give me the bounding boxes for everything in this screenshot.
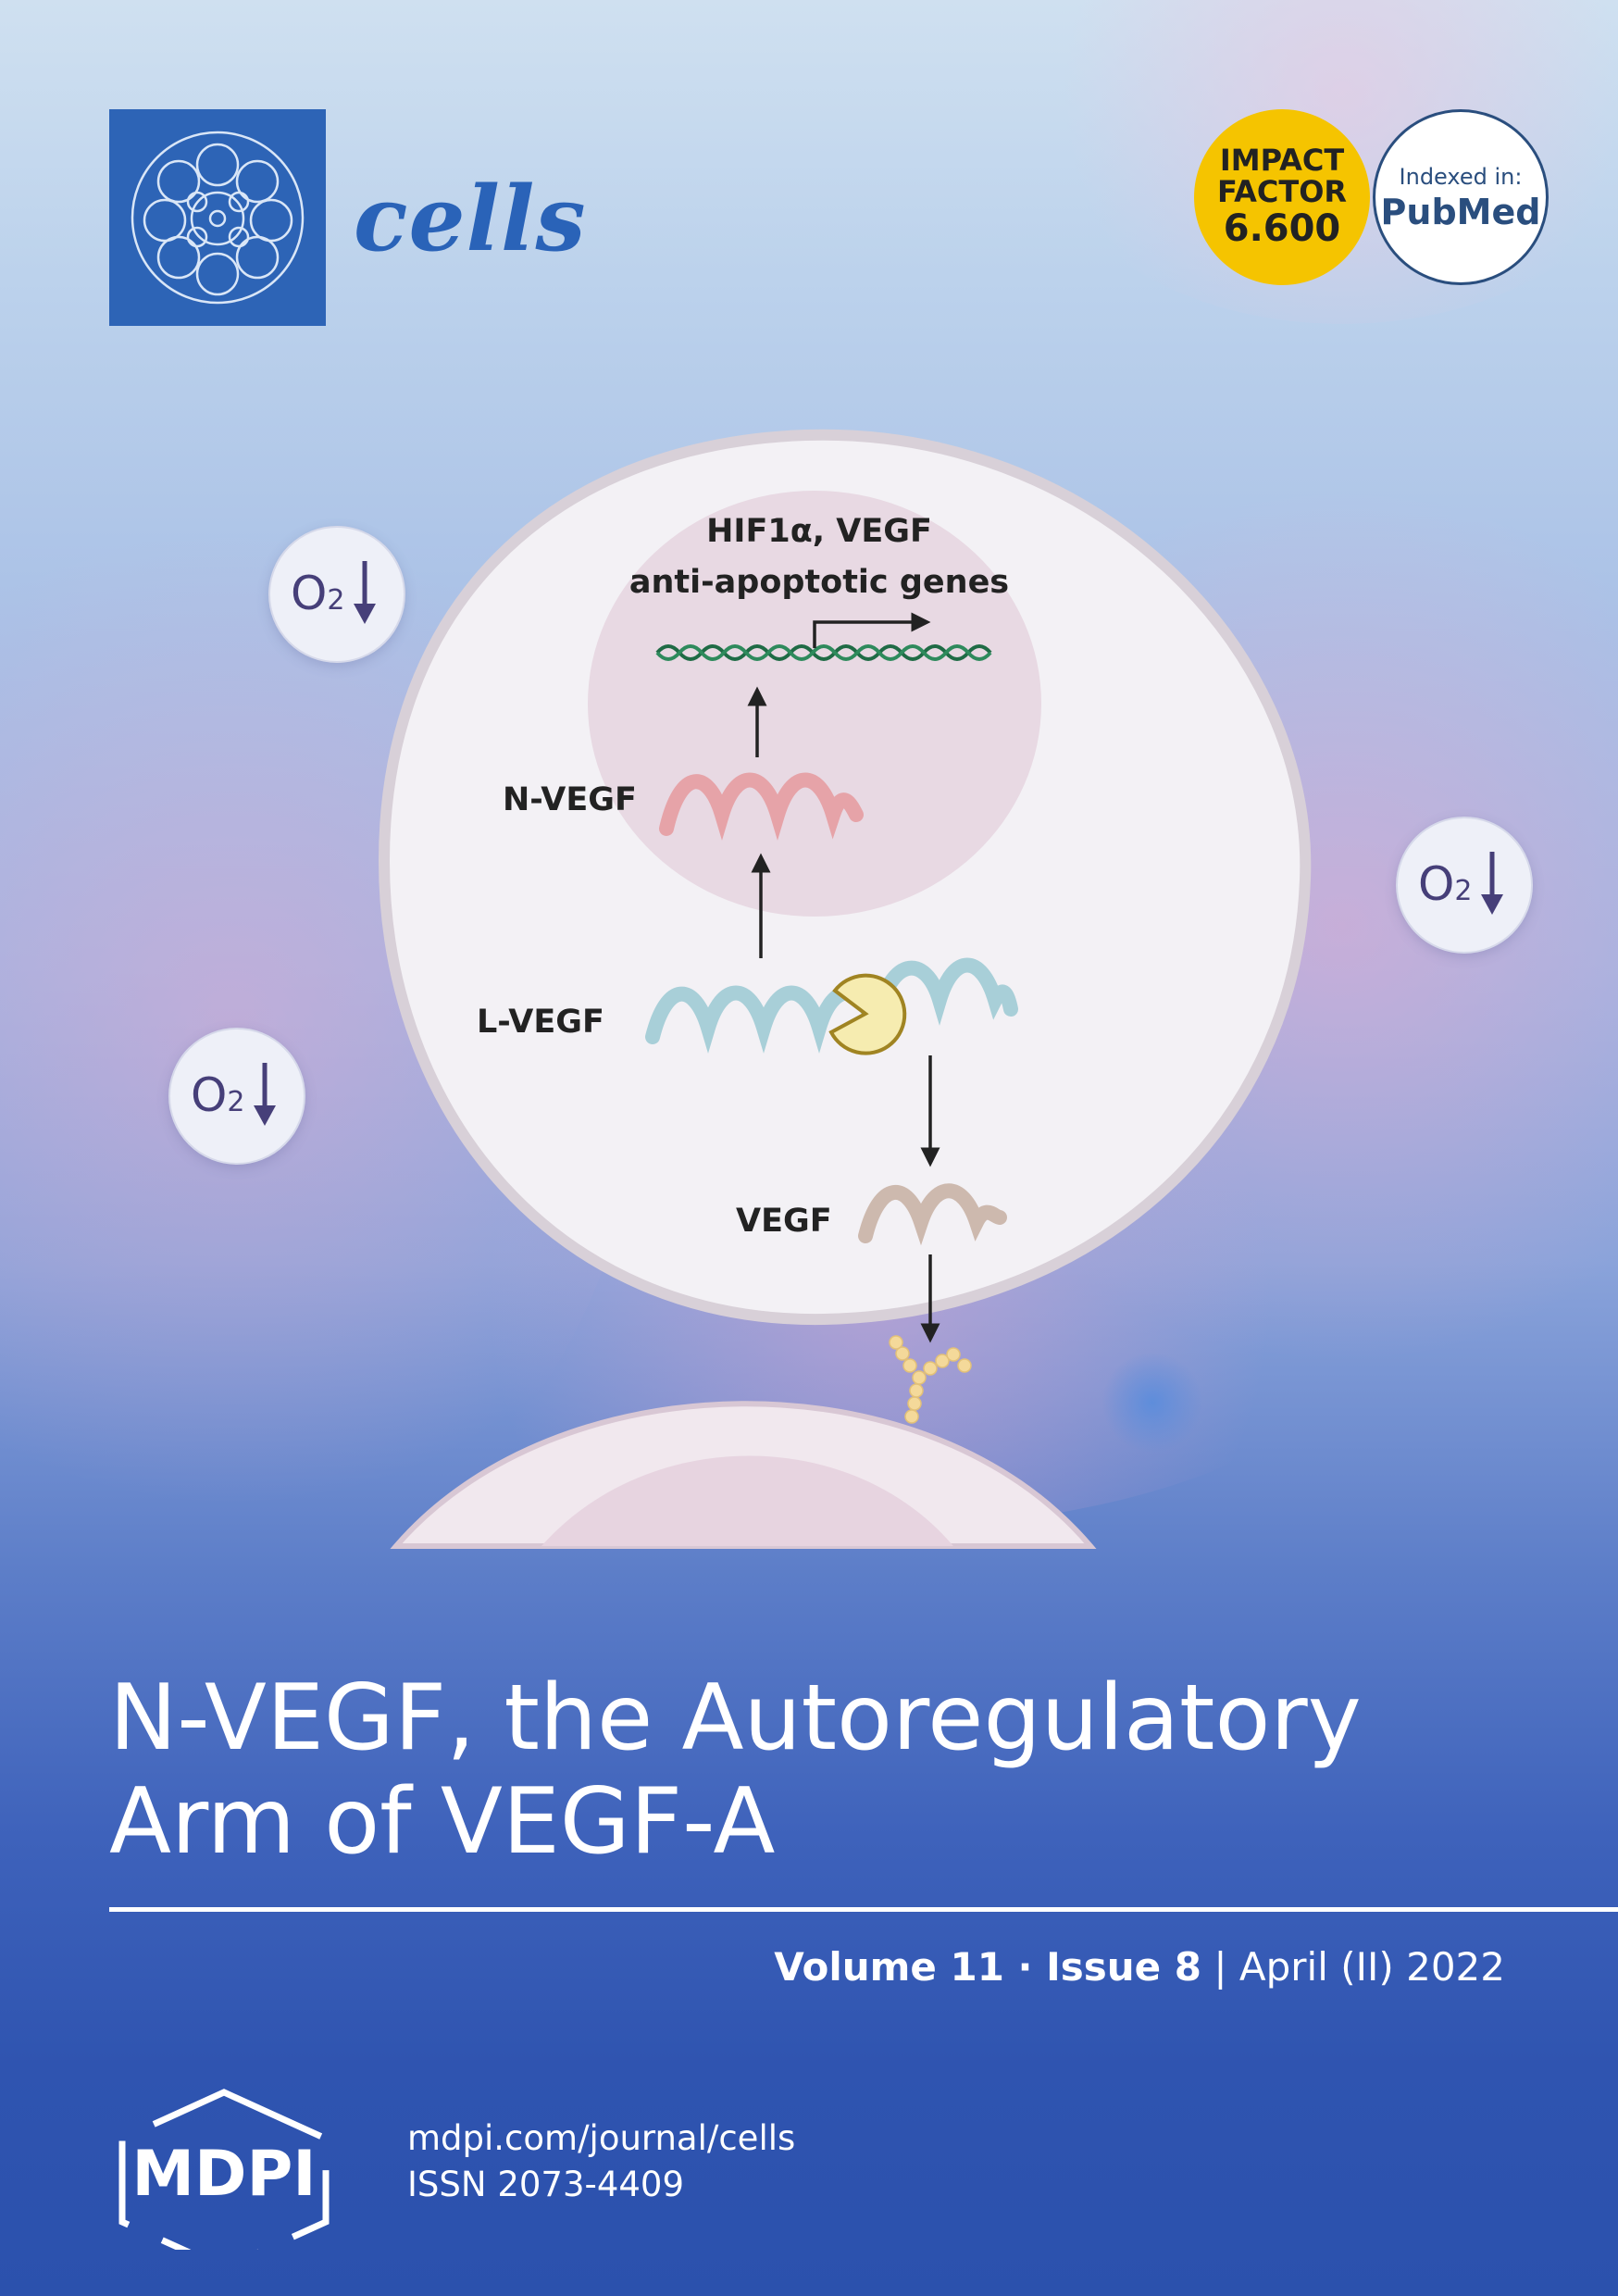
l-vegf-label: L-VEGF xyxy=(477,1004,604,1041)
nucleus xyxy=(588,491,1041,917)
article-title-line-1: N-VEGF, the Autoregulatory xyxy=(109,1666,1362,1771)
oxygen-symbol: O2 xyxy=(1418,857,1473,911)
pubmed-name: PubMed xyxy=(1380,192,1541,232)
down-arrow-icon xyxy=(354,561,376,624)
protease-enzyme xyxy=(828,973,907,1055)
factor-label: FACTOR xyxy=(1216,174,1348,209)
oxygen-badge: O2 xyxy=(168,1028,305,1165)
pubmed-badge: Indexed in: PubMed xyxy=(1373,109,1549,285)
issn: ISSN 2073-4409 xyxy=(407,2165,684,2204)
impact-label: IMPACT xyxy=(1219,143,1345,178)
oxygen-symbol: O2 xyxy=(291,567,345,620)
separator-dot: · xyxy=(1003,1944,1047,1990)
gene-label-2: anti-apoptotic genes xyxy=(629,564,1009,601)
divider-rule xyxy=(109,1907,1618,1912)
journal-url[interactable]: mdpi.com/journal/cells xyxy=(407,2118,796,2158)
article-title: N-VEGF, the Autoregulatory Arm of VEGF-A xyxy=(109,1666,1553,1874)
impact-factor-badge: IMPACT FACTOR 6.600 xyxy=(1194,109,1370,285)
n-vegf-protein xyxy=(659,772,864,841)
vegf-protein xyxy=(858,1183,1007,1246)
mdpi-wordmark: MDPI xyxy=(131,2138,316,2211)
impact-value: 6.600 xyxy=(1223,207,1341,250)
mdpi-logo: MDPI xyxy=(118,2089,330,2250)
background-blob xyxy=(1101,1352,1203,1454)
volume: Volume 11 xyxy=(774,1944,1004,1990)
oxygen-symbol: O2 xyxy=(191,1068,245,1122)
dna-strand xyxy=(655,644,992,661)
journal-logo xyxy=(109,109,326,326)
down-arrow-icon xyxy=(1481,852,1503,915)
cell-cluster-icon xyxy=(131,131,305,305)
issue-info: Volume 11 · Issue 8 | April (II) 2022 xyxy=(774,1944,1505,1990)
vegf-label: VEGF xyxy=(736,1203,832,1240)
issue-date: April (II) 2022 xyxy=(1238,1944,1505,1990)
journal-name: cells xyxy=(354,167,587,271)
oxygen-badge: O2 xyxy=(1396,817,1533,954)
oxygen-badge: O2 xyxy=(268,526,405,663)
vegf-diagram: HIF1α, VEGF anti-apoptotic genes N-VEGF … xyxy=(378,429,1312,1549)
receptor xyxy=(889,1335,972,1424)
gene-label-1: HIF1α, VEGF xyxy=(706,513,932,550)
down-arrow-icon xyxy=(254,1063,276,1126)
publisher-info: mdpi.com/journal/cells ISSN 2073-4409 xyxy=(407,2115,795,2208)
n-vegf-label: N-VEGF xyxy=(503,781,637,818)
dna-strand xyxy=(655,644,992,661)
indexed-label: Indexed in: xyxy=(1399,164,1523,190)
article-title-line-2: Arm of VEGF-A xyxy=(109,1769,776,1875)
issue-number: Issue 8 xyxy=(1046,1944,1201,1990)
target-cell-nucleus xyxy=(541,1455,953,1546)
transcription-arrow xyxy=(813,612,931,648)
separator-bar: | xyxy=(1201,1944,1239,1990)
